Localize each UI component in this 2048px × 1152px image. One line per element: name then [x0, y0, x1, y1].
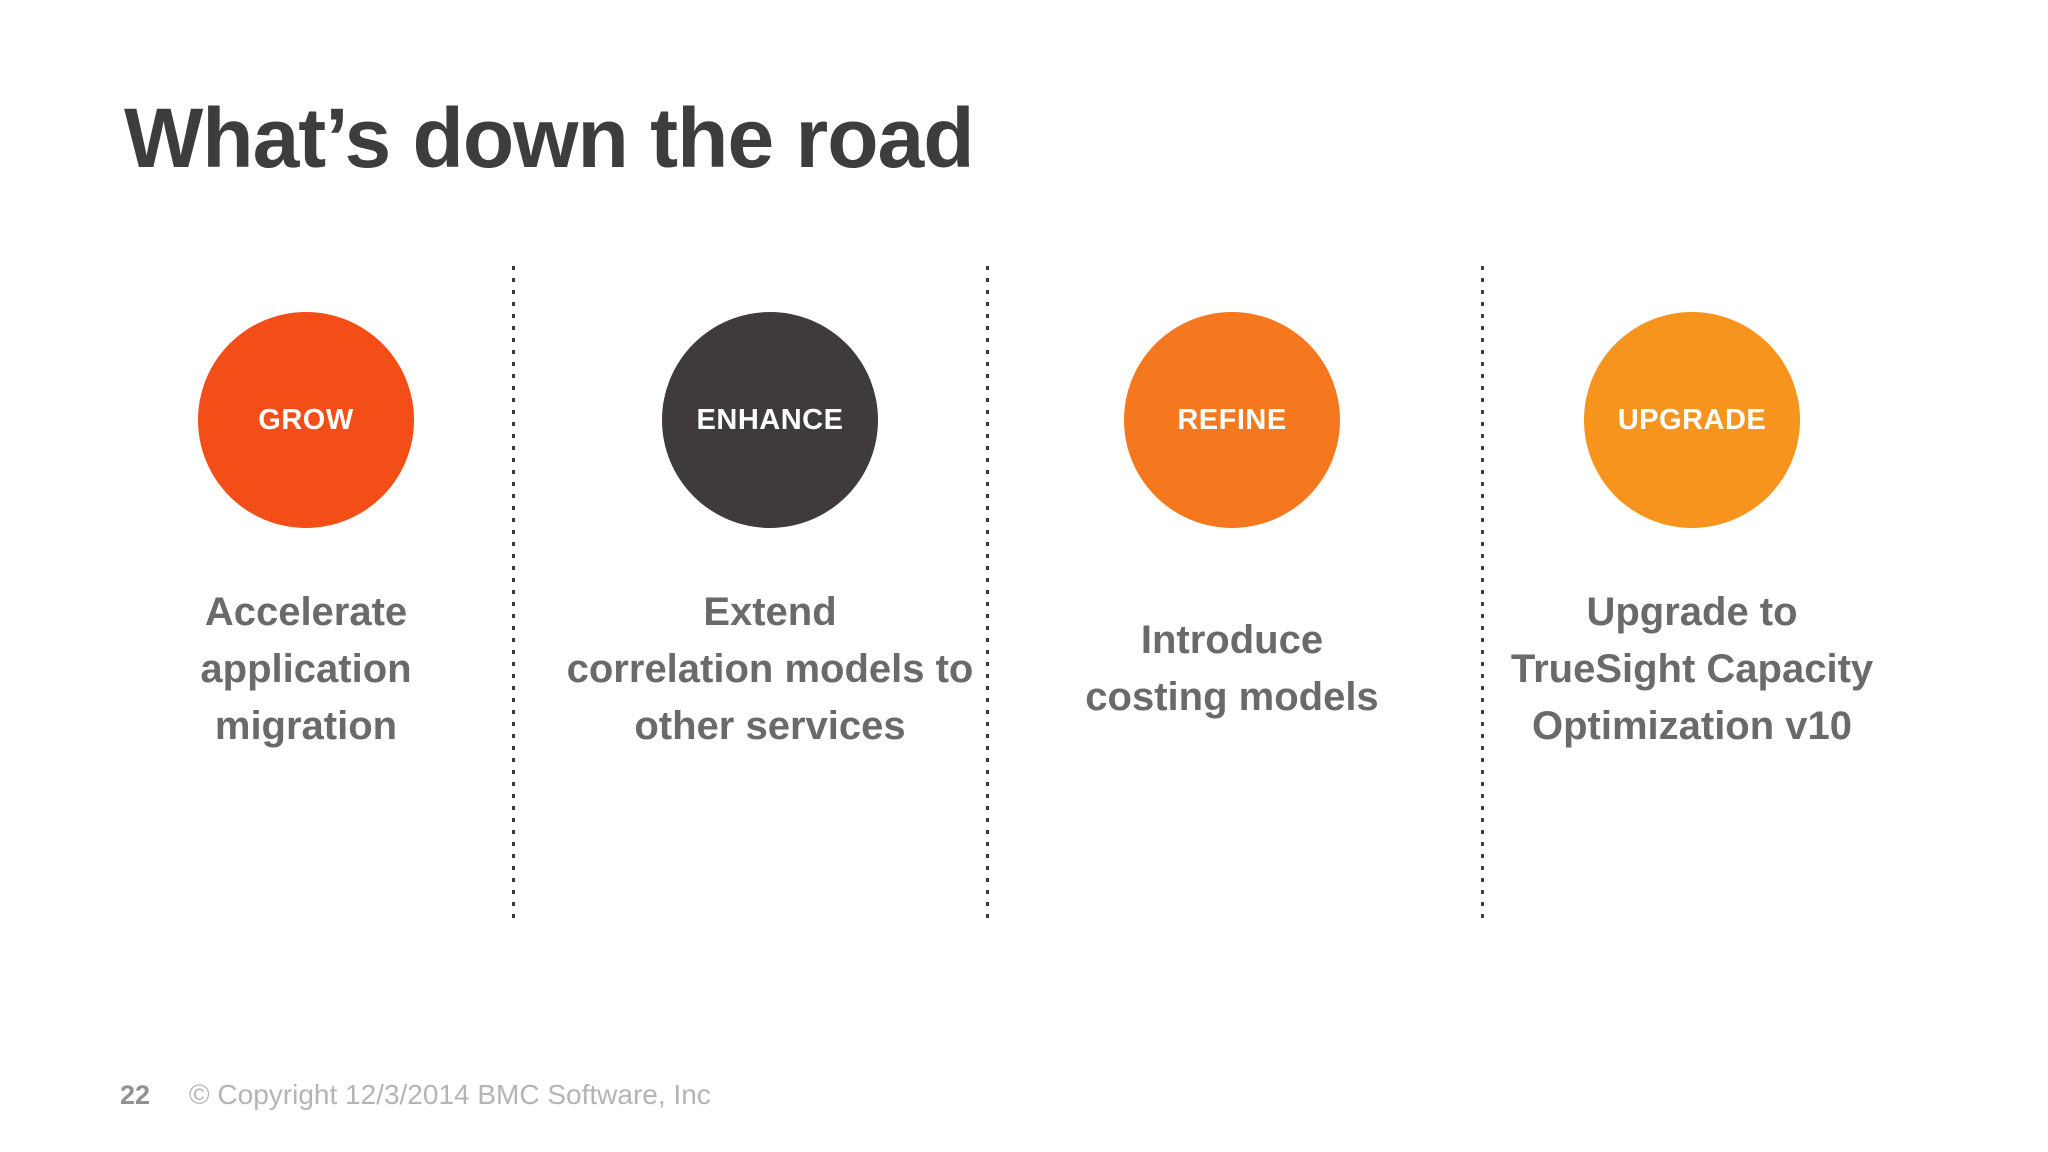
- page-number: 22: [120, 1080, 151, 1110]
- enhance-circle-label: ENHANCE: [696, 403, 844, 436]
- roadmap-step-enhance: ENHANCE Extend correlation models to oth…: [540, 312, 1000, 755]
- dotted-separator-1: [512, 266, 515, 918]
- enhance-description: Extend correlation models to other servi…: [566, 590, 974, 748]
- roadmap-step-grow: GROW Accelerate application migration: [76, 312, 536, 755]
- roadmap-step-refine: REFINE Introduce costing models: [1002, 312, 1462, 726]
- enhance-circle: ENHANCE: [662, 312, 878, 528]
- dotted-separator-3: [1481, 266, 1484, 918]
- upgrade-description: Upgrade to TrueSight Capacity Optimizati…: [1510, 590, 1874, 748]
- slide-title: What’s down the road: [124, 91, 975, 185]
- refine-description: Introduce costing models: [1085, 618, 1379, 719]
- roadmap-step-upgrade: UPGRADE Upgrade to TrueSight Capacity Op…: [1462, 312, 1922, 755]
- refine-circle-label: REFINE: [1177, 403, 1287, 436]
- upgrade-circle-label: UPGRADE: [1617, 403, 1767, 436]
- grow-description: Accelerate application migration: [200, 590, 412, 748]
- refine-circle: REFINE: [1124, 312, 1340, 528]
- upgrade-circle: UPGRADE: [1584, 312, 1800, 528]
- dotted-separator-2: [986, 266, 989, 918]
- grow-circle: GROW: [198, 312, 414, 528]
- grow-circle-label: GROW: [258, 403, 354, 436]
- copyright-text: © Copyright 12/3/2014 BMC Software, Inc: [189, 1079, 711, 1110]
